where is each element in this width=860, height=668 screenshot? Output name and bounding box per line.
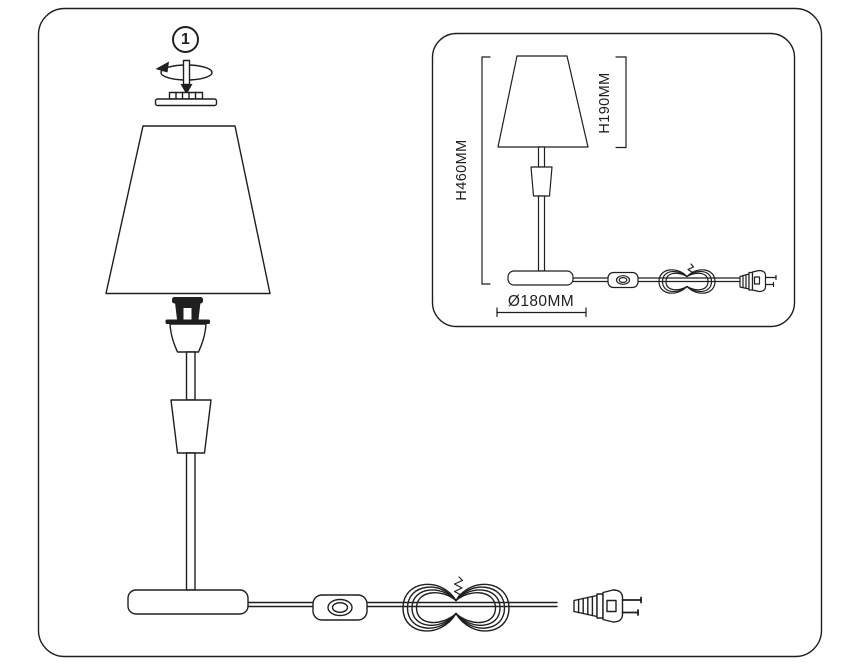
inset-lamp <box>496 55 777 318</box>
step-number-badge: 1 <box>172 26 199 53</box>
stem-rod-lower <box>185 452 196 591</box>
rotate-arrow-icon <box>155 59 213 95</box>
stem-cone <box>170 399 212 454</box>
sheet-border <box>37 7 823 658</box>
inset-lamp-base <box>507 270 574 286</box>
inset-stem-rod-upper <box>537 146 546 168</box>
inset-stem-rod-lower <box>537 195 546 272</box>
base-diameter-dimension-label: Ø180MM <box>507 293 575 310</box>
stem-rod-upper <box>185 351 196 401</box>
lamp-socket <box>165 297 210 353</box>
inset-lampshade <box>497 55 589 148</box>
lampshade <box>105 125 271 295</box>
dim-line-shade-height <box>615 56 627 149</box>
inset-power-plug <box>739 269 777 293</box>
cord-coil <box>402 576 510 632</box>
inset-cord-tie-squiggle <box>687 263 695 277</box>
spec-inset-border <box>431 32 796 328</box>
cord-tie-squiggle <box>453 576 464 599</box>
inset-stem-cone <box>530 166 553 197</box>
power-plug <box>573 589 642 623</box>
inset-cord-coil <box>658 263 716 294</box>
power-cord <box>247 601 558 608</box>
inset-inline-switch <box>607 271 639 289</box>
dim-line-base-diameter <box>496 307 587 318</box>
switch-button <box>327 598 353 617</box>
shade-height-dimension-label: H190MM <box>597 72 613 134</box>
inline-switch <box>312 594 368 621</box>
total-height-dimension-label: H460MM <box>454 139 470 201</box>
lamp-base <box>127 589 249 615</box>
dim-line-total-height <box>481 56 491 285</box>
finial-plate <box>154 91 218 107</box>
lamp-stem <box>170 351 212 591</box>
